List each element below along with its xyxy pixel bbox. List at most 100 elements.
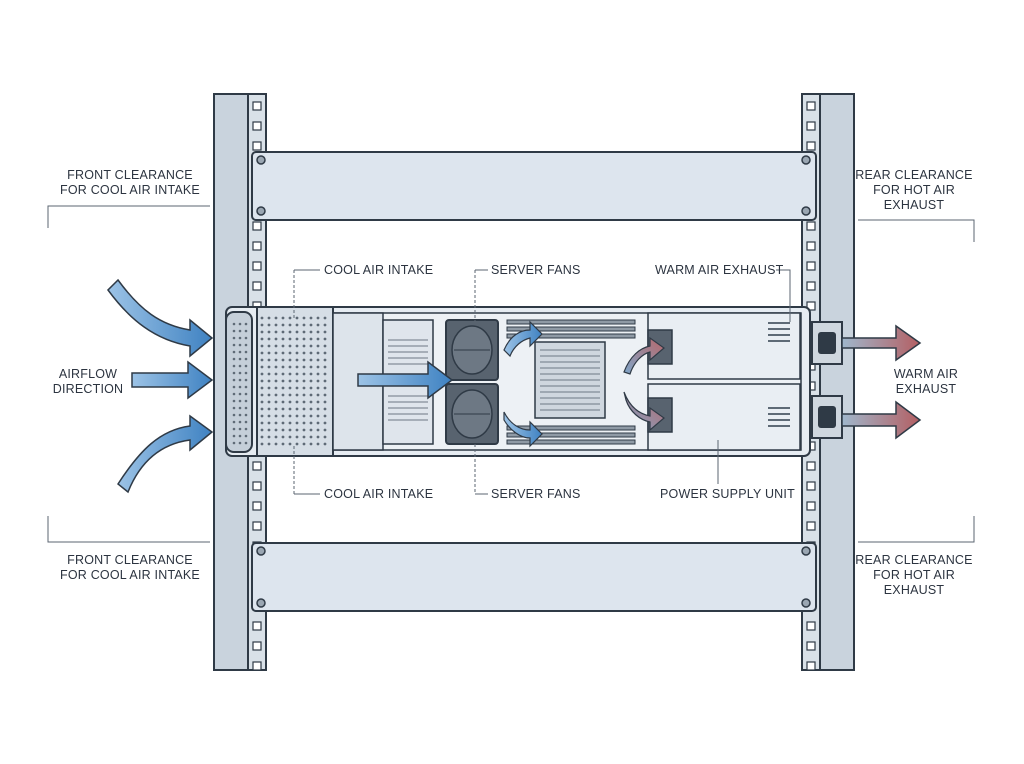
grille-hole (288, 330, 292, 334)
grille-hole (302, 407, 306, 411)
grille-hole (281, 330, 285, 334)
bezel-hole (238, 329, 242, 333)
bezel-hole (232, 322, 236, 326)
grille-hole (309, 393, 313, 397)
grille-hole (288, 442, 292, 446)
grille-hole (295, 358, 299, 362)
grille-hole (309, 407, 313, 411)
warm-air-exhaust-right-label: WARM AIR EXHAUST (884, 367, 968, 397)
bezel-hole (238, 364, 242, 368)
grille-hole (281, 400, 285, 404)
bezel-hole (232, 427, 236, 431)
grille-hole (309, 323, 313, 327)
bezel-hole (238, 427, 242, 431)
grille-hole (295, 323, 299, 327)
bezel-hole (232, 329, 236, 333)
grille-hole (274, 414, 278, 418)
front-clearance-top-label: FRONT CLEARANCE FOR COOL AIR INTAKE (60, 168, 200, 198)
grille-hole (295, 386, 299, 390)
bezel-hole (232, 364, 236, 368)
grille-hole (274, 386, 278, 390)
grille-hole (323, 428, 327, 432)
callout-lines (47, 205, 975, 543)
rail-hole (806, 661, 816, 671)
grille-hole (260, 407, 264, 411)
grille-hole (316, 400, 320, 404)
rail-hole (806, 261, 816, 271)
grille-hole (295, 435, 299, 439)
grille-hole (267, 379, 271, 383)
grille-hole (323, 414, 327, 418)
bottom-blank-panel (251, 542, 817, 612)
bezel-hole (232, 343, 236, 347)
grille-hole (323, 351, 327, 355)
rail-hole (252, 501, 262, 511)
grille-hole (316, 393, 320, 397)
grille-hole (288, 393, 292, 397)
grille-hole (274, 379, 278, 383)
grille-hole (274, 372, 278, 376)
grille-hole (267, 344, 271, 348)
grille-hole (274, 407, 278, 411)
rail-hole (806, 281, 816, 291)
rail-hole (252, 261, 262, 271)
grille-hole (260, 435, 264, 439)
bezel-hole (244, 434, 248, 438)
grille-hole (316, 337, 320, 341)
bezel-hole (238, 343, 242, 347)
grille-hole (302, 344, 306, 348)
grille-hole (316, 365, 320, 369)
grille-hole (295, 393, 299, 397)
grille-hole (288, 414, 292, 418)
grille-hole (302, 421, 306, 425)
rail-hole (252, 621, 262, 631)
grille-hole (267, 428, 271, 432)
bezel-hole (244, 350, 248, 354)
grille-hole (274, 428, 278, 432)
grille-hole (281, 414, 285, 418)
rear-clearance-bottom-line3: EXHAUST (883, 583, 945, 597)
bezel-hole (232, 371, 236, 375)
bezel-hole (244, 399, 248, 403)
rail-hole (252, 281, 262, 291)
grille-hole (323, 435, 327, 439)
grille-hole (295, 344, 299, 348)
grille-hole (309, 330, 313, 334)
airflow-direction-line1: AIRFLOW (58, 367, 118, 381)
bezel-hole (244, 378, 248, 382)
grille-hole (281, 323, 285, 327)
grille-hole (295, 337, 299, 341)
grille-hole (260, 379, 264, 383)
grille-hole (260, 337, 264, 341)
grille-hole (288, 379, 292, 383)
grille-hole (309, 421, 313, 425)
front-clearance-bottom-line2: FOR COOL AIR INTAKE (60, 568, 200, 582)
grille-hole (316, 379, 320, 383)
grille-hole (316, 435, 320, 439)
bezel-hole (238, 378, 242, 382)
grille-hole (309, 358, 313, 362)
grille-hole (288, 358, 292, 362)
grille-hole (260, 358, 264, 362)
grille-hole (323, 400, 327, 404)
grille-hole (302, 372, 306, 376)
grille-hole (281, 351, 285, 355)
grille-hole (288, 351, 292, 355)
grille-hole (323, 386, 327, 390)
grille-hole (274, 316, 278, 320)
grille-hole (323, 379, 327, 383)
grille-hole (302, 365, 306, 369)
grille-hole (281, 393, 285, 397)
grille-hole (267, 351, 271, 355)
grille-hole (281, 372, 285, 376)
cool-air-intake-bottom-label: COOL AIR INTAKE (324, 487, 434, 501)
bezel-hole (238, 406, 242, 410)
grille-hole (302, 393, 306, 397)
grille-hole (323, 358, 327, 362)
grille-hole (288, 407, 292, 411)
bezel-hole (244, 336, 248, 340)
grille-hole (267, 323, 271, 327)
bezel-hole (232, 385, 236, 389)
bezel-hole (238, 322, 242, 326)
power-supply-unit-upper (647, 312, 801, 380)
